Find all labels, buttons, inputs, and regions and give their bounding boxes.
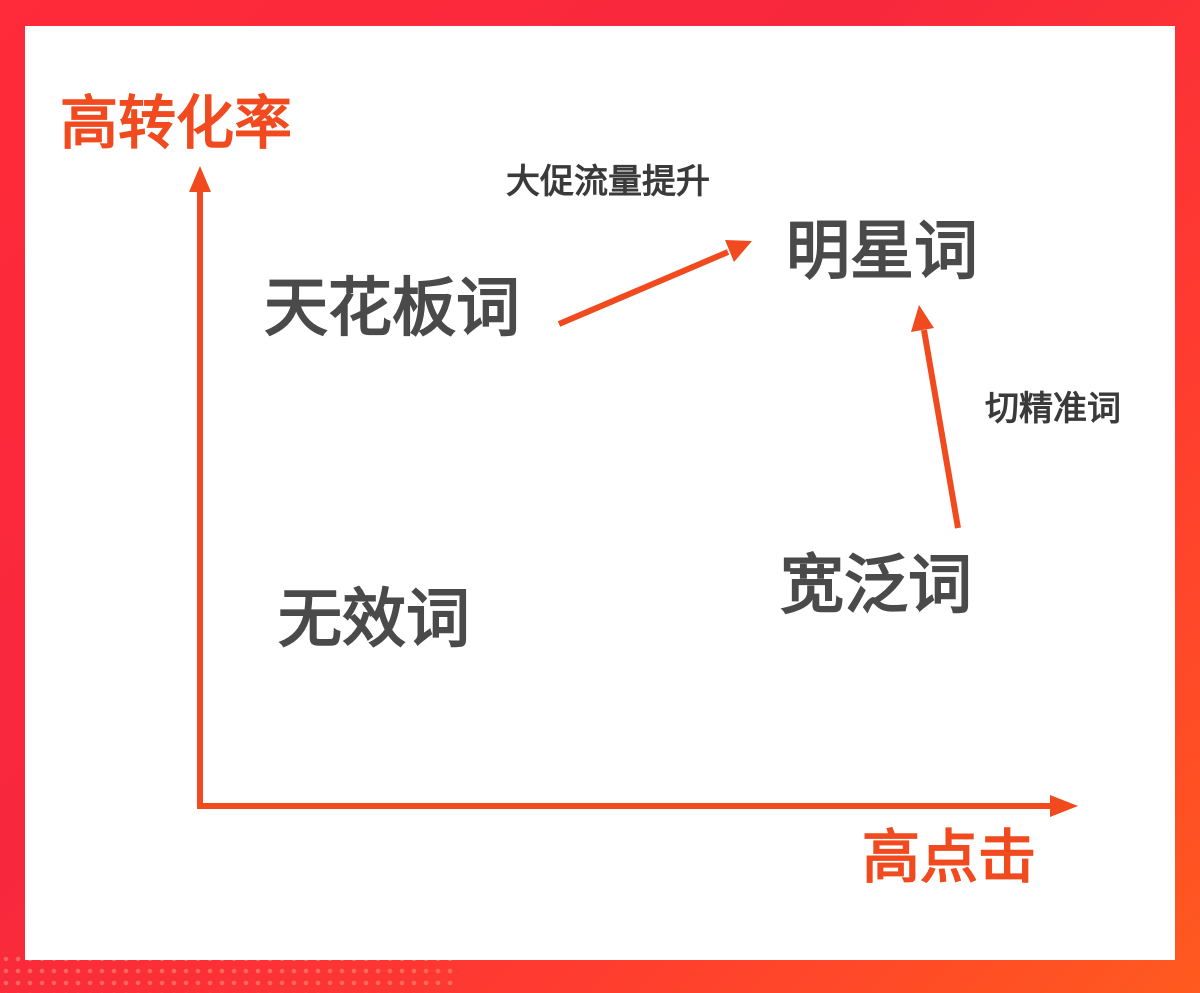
y-axis-arrowhead	[189, 166, 211, 192]
x-axis	[197, 795, 1078, 817]
y-axis-label: 高转化率	[60, 89, 293, 157]
transition-label-precise-words: 切精准词	[985, 389, 1121, 429]
category-invalid-words: 无效词	[278, 583, 470, 657]
arrow-broad-to-star	[911, 305, 961, 529]
y-axis	[189, 166, 211, 808]
x-axis-label: 高点击	[862, 823, 1037, 891]
transition-label-promo-traffic: 大促流量提升	[506, 162, 710, 202]
category-ceiling-words: 天花板词	[264, 272, 520, 346]
category-star-words: 明星词	[786, 215, 978, 289]
x-axis-arrowhead	[1050, 795, 1078, 817]
category-broad-words: 宽泛词	[780, 549, 972, 623]
arrow-ceiling-to-star	[557, 240, 752, 327]
